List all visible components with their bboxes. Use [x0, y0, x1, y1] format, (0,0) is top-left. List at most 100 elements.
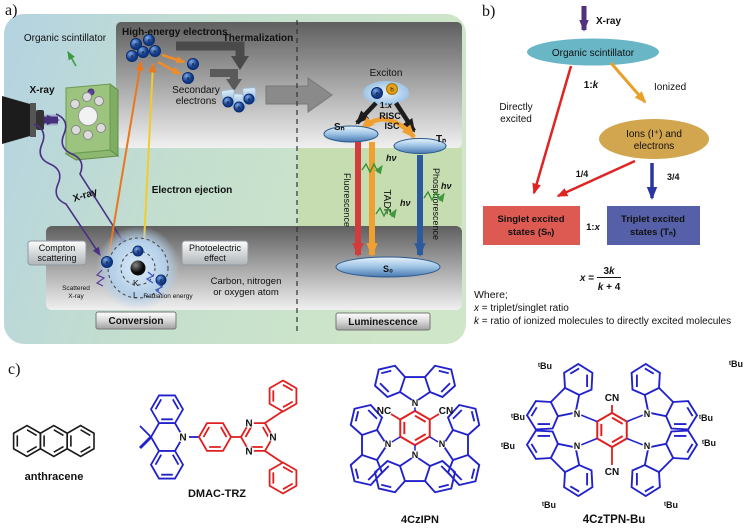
exciton-to-sn-arrow	[355, 101, 378, 125]
singlet-label-2: states (Sₙ)	[508, 227, 555, 238]
hv-emission-marks	[361, 162, 445, 219]
quarter-label: 1/4	[576, 169, 589, 179]
xray-scatter-waves	[33, 113, 127, 257]
dmac-trz-name: DMAC-TRZ	[188, 488, 246, 500]
high-energy-electrons-label: High-energy electrons	[122, 27, 228, 38]
sn-level-disk	[323, 125, 379, 143]
conversion-upper-box	[116, 22, 462, 148]
tbu-label: ᵗBu	[699, 413, 713, 423]
directly-excited-arrow	[532, 65, 573, 195]
risc-label: RISC	[379, 111, 401, 121]
anthracene-name: anthracene	[25, 471, 84, 483]
tbu-labels: ᵗBu ᵗBu ᵗBu ᵗBu ᵗBu ᵗBu ᵗBu ᵗBu	[501, 359, 743, 510]
triplet-label-1: Triplet excited	[621, 214, 685, 225]
exciton-label: Exciton	[370, 68, 403, 79]
n-mask	[177, 431, 189, 443]
secondary-electrons-label-2: electrons	[176, 96, 217, 107]
dmac-donor	[138, 394, 199, 480]
singlet-label-1: Singlet excited	[497, 214, 564, 225]
electron-ejection-label: Electron ejection	[152, 185, 233, 196]
photoelectric-box	[181, 240, 249, 266]
conversion-pill	[95, 311, 177, 330]
directly-excited-label-1: Directly	[499, 102, 532, 113]
organic-scintillator-label: Organic scintillator	[552, 48, 635, 59]
svg-text:3k: 3k	[603, 266, 615, 277]
e-glyph: e	[160, 278, 163, 284]
panel-a-scintillation-mechanism: a) X-ray Organic scintillator X-ray Elec…	[2, 2, 466, 344]
n-mask	[642, 409, 652, 419]
n-mask	[410, 398, 420, 408]
e-glyph: e	[187, 76, 190, 82]
n-mask	[437, 439, 447, 449]
molecule	[70, 88, 106, 140]
secondary-electrons-label-1: Secondary	[172, 85, 220, 96]
exciton-electron	[371, 87, 383, 99]
tbu-label: ᵗBu	[664, 500, 678, 510]
hv-label-1: hν	[386, 153, 397, 163]
nitrogen-label: N	[269, 433, 276, 444]
e-glyph: e	[192, 62, 195, 68]
nitrogen-label: N	[412, 398, 419, 408]
atom-caption-2: or oxygen atom	[213, 287, 279, 298]
e-glyph: e	[142, 50, 145, 56]
exciton-ratio: 1:x	[380, 100, 394, 110]
sn-label: Sₙ	[334, 122, 345, 133]
compton-label-2: scattering	[37, 253, 76, 263]
scintillator-pointer-arrow	[67, 50, 77, 67]
panel-a-label: a)	[5, 2, 17, 19]
ions-label-1: Ions (I⁺) and	[626, 129, 682, 140]
nitrogen-label: N	[574, 441, 581, 451]
nitrogen-label: N	[644, 409, 651, 419]
thermalized-electrons: e e e	[220, 87, 257, 113]
e-glyph: e	[154, 49, 157, 55]
n-mask	[572, 409, 582, 419]
e-glyph: e	[375, 92, 379, 98]
nitrogen-label: N	[439, 439, 446, 449]
n-mask	[642, 441, 652, 451]
tbu-label: ᵗBu	[542, 500, 556, 510]
hv-label-3: hν	[441, 181, 452, 191]
scattered-xray-label-2: X-ray	[68, 293, 84, 300]
quarter-arrow	[556, 159, 636, 198]
cn-label: CN	[605, 393, 619, 404]
cn-label: CN	[439, 406, 453, 417]
svg-text:k + 4: k + 4	[598, 282, 621, 293]
hv-label-2: hν	[400, 198, 411, 208]
organic-scintillator-ellipse	[527, 38, 659, 66]
nitrogen-label: N	[179, 433, 186, 444]
thermalization-step-arrows	[176, 41, 249, 91]
ejection-line-2	[143, 62, 157, 244]
phosphorescence-label: Phosphorescence	[431, 168, 441, 240]
tn-label: Tₙ	[436, 134, 446, 145]
ionized-label: Ionized	[654, 82, 686, 93]
e-glyph: e	[148, 38, 151, 44]
cztpn-bu-name: 4CzTPN-Bu	[583, 514, 646, 526]
n-mask	[410, 450, 420, 460]
e-glyph: e	[106, 260, 109, 266]
h-glyph: h	[390, 88, 393, 94]
czipn-name: 4CzIPN	[401, 514, 439, 526]
tn-level-disk	[393, 138, 447, 154]
anthracene-structure	[12, 424, 95, 458]
atom-caption-1: Carbon, nitrogen	[211, 276, 282, 287]
conversion-label: Conversion	[108, 316, 163, 327]
ionized-arrow	[609, 62, 647, 104]
triplet-label-2: states (Tₙ)	[630, 227, 676, 238]
s0-label: S₀	[383, 264, 393, 274]
atom-diagram: e e e K L	[95, 226, 180, 310]
panel-c-molecular-structures: c) anthracene N N N	[8, 357, 743, 526]
ratio-1x: 1:x	[586, 222, 600, 233]
compton-label-1: Compton	[39, 243, 76, 253]
panel-b-label: b)	[482, 3, 495, 20]
secondary-arrow-2	[157, 60, 182, 76]
e-glyph: e	[238, 105, 241, 111]
secondary-electrons: e e	[182, 58, 199, 84]
ratio-1k: 1:k	[584, 80, 599, 91]
czipn-carbazoles	[349, 364, 481, 494]
tbu-label: ᵗBu	[729, 359, 743, 369]
n-mask	[268, 432, 278, 442]
singlet-box	[483, 206, 580, 245]
where-label: Where;	[474, 289, 508, 301]
compton-box	[27, 240, 87, 266]
xray-source-label: X-ray	[29, 85, 54, 96]
